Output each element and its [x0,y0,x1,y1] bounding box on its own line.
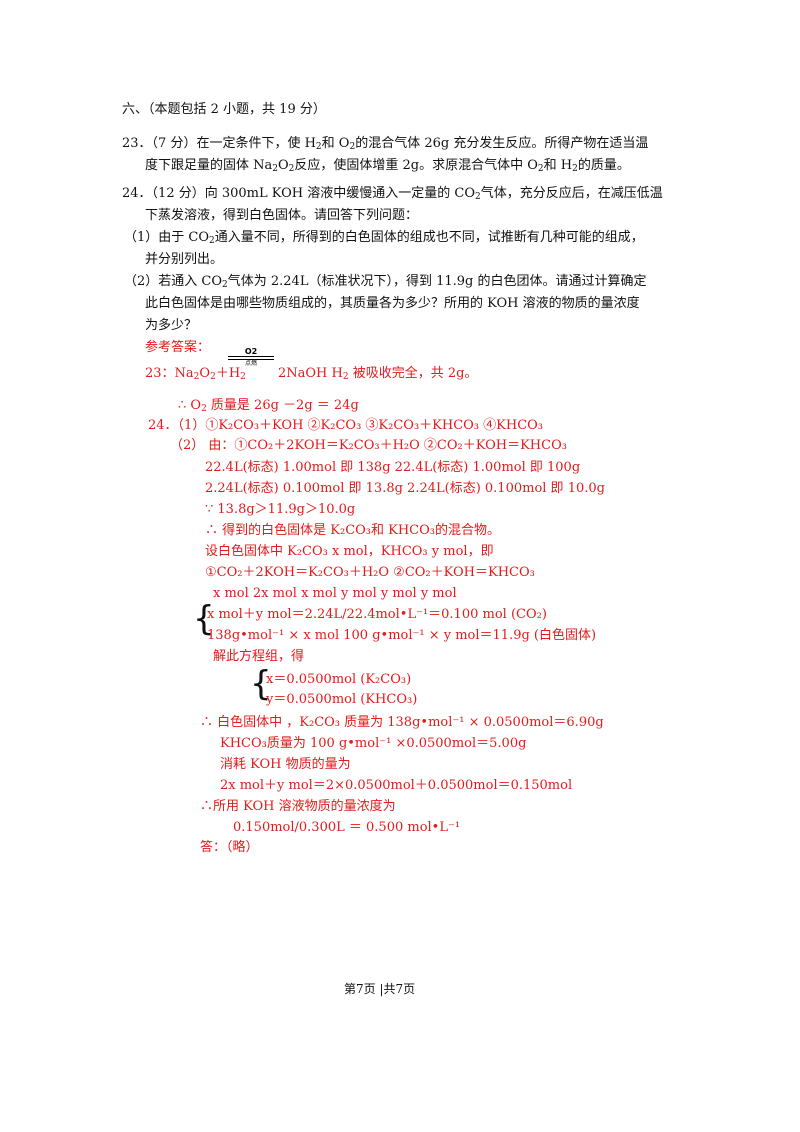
mass-khco3: KHCO₃质量为 100 g•mol⁻¹ ×0.0500mol＝5.00g [220,736,527,751]
answer-23-product: 2NaOH H2 被吸收完全，共 2g。 [278,366,478,382]
answer-23-calc: ∴ O2 质量是 26g －2g ＝ 24g [178,398,359,414]
result-brace: { [250,664,272,704]
section-heading: 六、（本题包括 2 小题，共 19 分） [122,102,326,117]
answer-23-equation: 23：Na2O2＋H2 [145,366,246,382]
answer-therefore: ∴ 得到的白色固体是 K₂CO₃和 KHCO₃的混合物。 [205,523,501,538]
answer-solve: 解此方程组，得 [213,649,305,664]
q24-part2: （2）若通入 CO2气体为 2.24L（标准状况下），得到 11.9g 的白色团… [124,274,647,290]
answer-because: ∵ 13.8g＞11.9g＞10.0g [205,502,356,517]
koh-amount-calc: 2x mol＋y mol＝2×0.0500mol＋0.0500mol＝0.150… [220,778,573,793]
q24-part1: （1）由于 CO2通入量不同，所得到的白色固体的组成也不同，试推断有几种可能的组… [124,230,644,246]
answer-row-b: 2.24L(标态) 0.100mol 即 13.8g 2.24L(标态) 0.1… [205,481,605,496]
system-eq-2: 138g•mol⁻¹ × x mol 100 g•mol⁻¹ × y mol＝1… [207,628,597,643]
answer-label: 参考答案： [145,340,211,355]
concentration-calc: 0.150mol/0.300L ＝ 0.500 mol•L⁻¹ [233,820,461,835]
q24-part1-line2: 并分别列出。 [145,252,224,267]
concentration-label: ∴所用 KOH 溶液物质的量浓度为 [200,799,396,814]
q24-line1: 24．（12 分）向 300mL KOH 溶液中缓慢通入一定量的 CO2气体，充… [122,186,663,202]
answer-let: 设白色固体中 K₂CO₃ x mol，KHCO₃ y mol，即 [205,544,494,559]
q23-line1: 23．（7 分）在一定条件下，使 H2和 O2的混合气体 26g 充分发生反应。… [122,136,649,152]
q24-line2: 下蒸发溶液，得到白色固体。请回答下列问题： [145,208,419,223]
reaction-condition: O2 点燃 [228,347,274,367]
equation-system-brace: { [193,599,215,639]
system-eq-1: x mol＋y mol＝2.24L/22.4mol•L⁻¹＝0.100 mol … [207,607,547,622]
result-x: x＝0.0500mol (K₂CO₃) [266,672,412,687]
final-answer: 答：（略） [200,840,259,855]
answer-24-part1: 24．（1）①K₂CO₃＋KOH ②K₂CO₃ ③K₂CO₃＋KHCO₃ ④KH… [148,418,544,433]
answer-mol-line: x mol 2x mol x mol y mol y mol y mol [213,586,457,601]
answer-equations: ①CO₂＋2KOH＝K₂CO₃＋H₂O ②CO₂＋KOH＝KHCO₃ [205,565,535,580]
answer-24-part2: （2） 由：①CO₂＋2KOH＝K₂CO₃＋H₂O ②CO₂＋KOH＝KHCO₃ [170,438,567,453]
mass-k2co3: ∴ 白色固体中 ，K₂CO₃ 质量为 138g•mol⁻¹ × 0.0500mo… [200,715,604,730]
q24-part2-line2: 此白色固体是由哪些物质组成的，其质量各为多少？所用的 KOH 溶液的物质的量浓度 [145,296,640,311]
q24-part2-line3: 为多少？ [145,318,198,333]
result-y: y＝0.0500mol (KHCO₃) [266,692,418,707]
page-footer: 第7页 |共7页 [344,982,416,996]
q23-line2: 度下跟足量的固体 Na2O2反应，使固体增重 2g。求原混合气体中 O2和 H2… [145,158,630,174]
koh-amount-label: 消耗 KOH 物质的量为 [220,757,351,772]
answer-row-a: 22.4L(标态) 1.00mol 即 138g 22.4L(标态) 1.00m… [205,460,581,475]
